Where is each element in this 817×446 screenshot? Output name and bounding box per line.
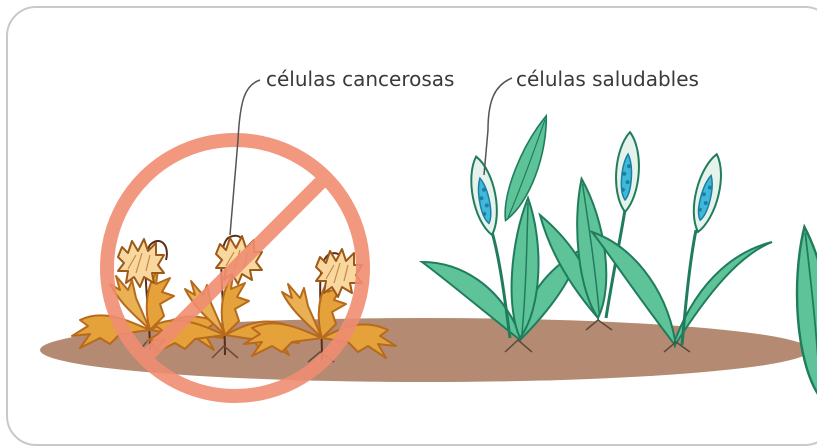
healthy-plant-3 — [589, 150, 817, 398]
label-healthy-cells: células saludables — [516, 67, 699, 91]
label-cancer-cells: células cancerosas — [266, 67, 454, 91]
no-sign-icon — [100, 133, 370, 403]
leader-line-healthy — [483, 77, 513, 176]
healthy-plant-2 — [498, 111, 644, 331]
plants-diagram: células cancerosas células saludables — [40, 67, 817, 403]
leader-line-cancer — [229, 79, 261, 236]
wilted-plant-2 — [146, 234, 300, 359]
